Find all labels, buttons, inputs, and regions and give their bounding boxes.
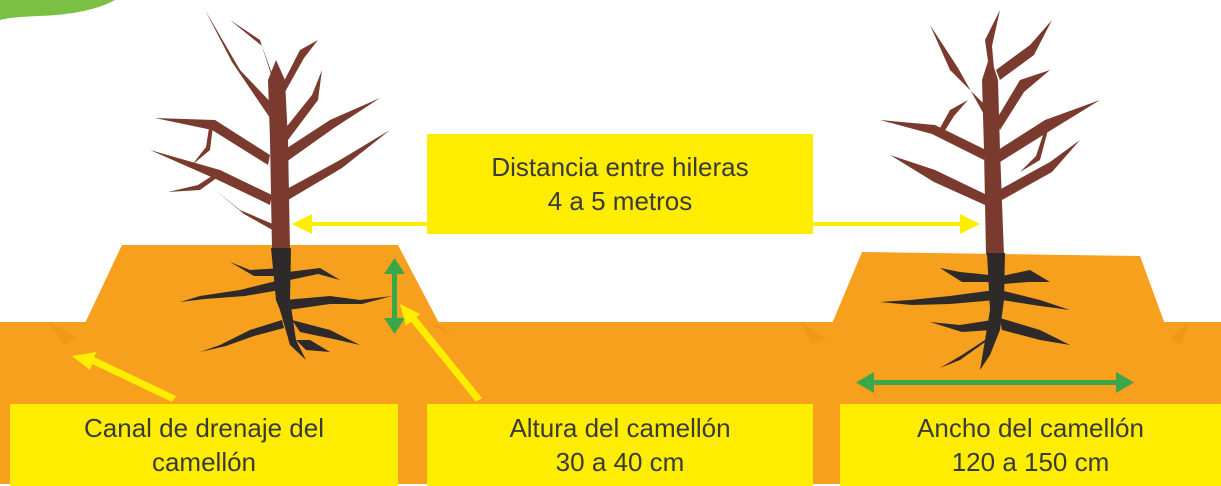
corner-leaf-icon	[0, 0, 115, 20]
root-system-icon	[180, 248, 392, 360]
bed-height-label: Altura del camellón 30 a 40 cm	[427, 404, 813, 486]
drainage-channel-title: Canal de drenaje del	[84, 413, 324, 443]
drainage-notch-left	[48, 322, 78, 345]
drainage-notch-right	[800, 322, 826, 344]
double-arrow-icon	[856, 372, 1134, 393]
bed-width-title: Ancho del camellón	[917, 413, 1144, 443]
bare-tree-icon	[880, 10, 1100, 255]
bare-tree-icon	[150, 10, 390, 250]
drainage-channel-subtitle: camellón	[151, 447, 257, 477]
row-distance-title: Distancia entre hileras	[491, 152, 749, 182]
double-arrow-icon	[384, 258, 405, 334]
pointer-arrow-icon	[72, 352, 176, 402]
drainage-channel-label: Canal de drenaje del camellón	[10, 404, 398, 486]
bed-width-value: 120 a 150 cm	[951, 447, 1110, 477]
bed-height-value: 30 a 40 cm	[555, 447, 685, 477]
pointer-arrow-icon	[400, 304, 482, 402]
bed-width-label: Ancho del camellón 120 a 150 cm	[840, 404, 1221, 486]
root-system-icon	[880, 253, 1070, 370]
row-distance-value: 4 a 5 metros	[547, 186, 693, 216]
drainage-notch-far-right	[1170, 322, 1190, 345]
flat-ground-middle	[440, 322, 826, 340]
bed-height-title: Altura del camellón	[509, 413, 731, 443]
drainage-notch-mid	[430, 325, 452, 336]
row-distance-label: Distancia entre hileras 4 a 5 metros	[427, 134, 813, 234]
